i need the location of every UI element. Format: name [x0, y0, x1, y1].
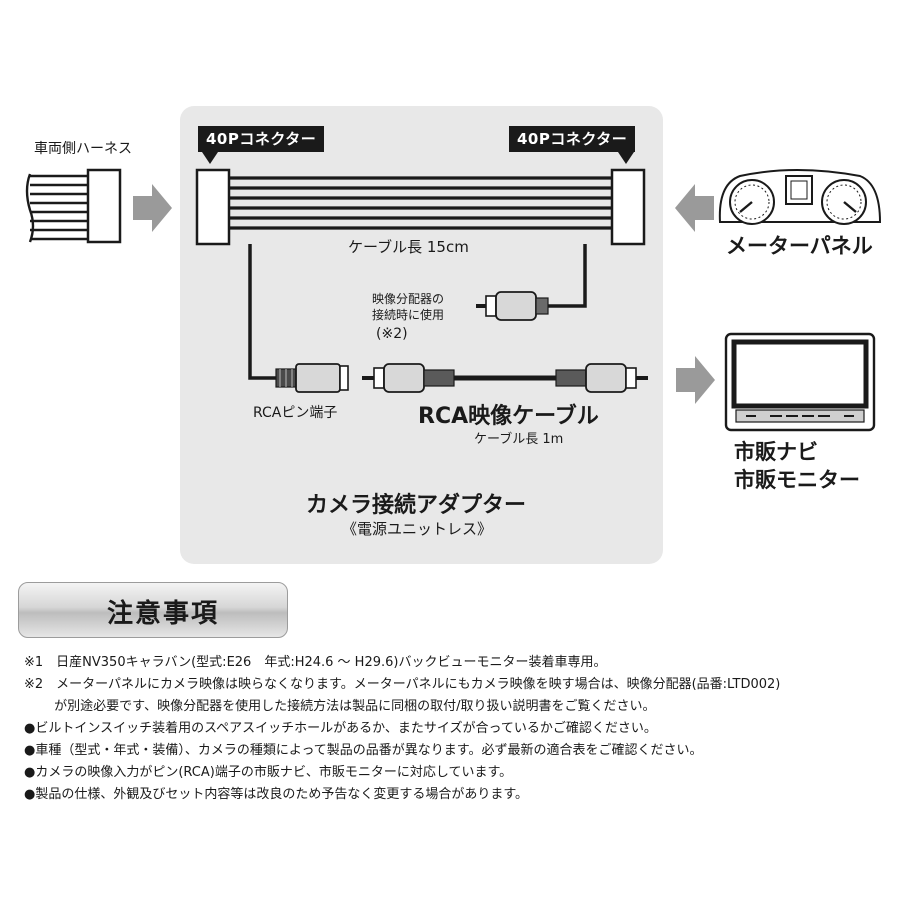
navi-monitor-illustration — [724, 332, 876, 432]
splitter-note-line1: 映像分配器の — [372, 292, 445, 306]
harness-label: 車両側ハーネス — [34, 141, 132, 157]
caution-notes: ※1 日産NV350キャラバン(型式:E26 年式:H24.6 ～ H29.6)… — [24, 652, 892, 806]
note-item: ●カメラの映像入力がピン(RCA)端子の市販ナビ、市販モニターに対応しています。 — [24, 765, 513, 780]
adapter-title: カメラ接続アダプター — [306, 493, 527, 518]
tag-pointer-right — [618, 152, 634, 164]
note-item: が別途必要です、映像分配器を使用した接続方法は製品に同梱の取付/取り扱い説明書を… — [24, 699, 656, 714]
connector-right-tag: 40Pコネクター — [509, 126, 636, 152]
harness-connector — [86, 168, 122, 244]
note-item: ●製品の仕様、外観及びセット内容等は改良のため予告なく変更する場合があります。 — [24, 787, 529, 802]
rca-cable-length-label: ケーブル長 1m — [474, 432, 564, 447]
caution-title: 注意事項 — [107, 599, 220, 629]
rca-pin-label: RCAピン端子 — [253, 405, 338, 421]
splitter-note-line3: (※2) — [376, 326, 408, 342]
meter-panel-label: メーターパネル — [726, 234, 873, 258]
splitter-rca-plug — [476, 291, 549, 321]
connector-left-tag: 40Pコネクター — [198, 126, 325, 152]
note-item: ●ビルトインスイッチ装着用のスペアスイッチホールがあるか、またサイズが合っている… — [24, 721, 657, 736]
navi-label-line2: 市販モニター — [734, 468, 860, 492]
rca-video-cable — [362, 363, 648, 393]
vehicle-harness — [25, 173, 88, 243]
meter-panel-illustration — [718, 169, 882, 225]
arrow-meter-to-adapter — [675, 184, 714, 232]
flat-cable — [229, 176, 612, 230]
note-item: ※2 メーターパネルにカメラ映像は映らなくなります。メーターパネルにもカメラ映像… — [24, 677, 781, 692]
arrow-adapter-to-navi — [676, 356, 715, 404]
wire-to-rca-pin — [248, 244, 276, 380]
wire-to-splitter — [548, 244, 587, 308]
cable-length-label: ケーブル長 15cm — [348, 238, 469, 256]
adapter-subtitle: 《電源ユニットレス》 — [342, 520, 493, 538]
connector-40p-right — [610, 168, 646, 246]
tag-pointer-left — [202, 152, 218, 164]
note-item: ※1 日産NV350キャラバン(型式:E26 年式:H24.6 ～ H29.6)… — [24, 655, 607, 670]
connector-40p-left — [195, 168, 231, 246]
caution-banner: 注意事項 — [18, 582, 288, 638]
navi-label-line1: 市販ナビ — [734, 440, 818, 464]
arrow-harness-to-adapter — [133, 184, 172, 232]
adapter-panel — [180, 106, 663, 564]
note-item: ●車種（型式・年式・装備）、カメラの種類によって製品の品番が異なります。必ず最新… — [24, 743, 703, 758]
splitter-note-line2: 接続時に使用 — [372, 308, 445, 322]
rca-cable-label: RCA映像ケーブル — [418, 404, 599, 429]
rca-pin-terminal — [275, 363, 349, 393]
